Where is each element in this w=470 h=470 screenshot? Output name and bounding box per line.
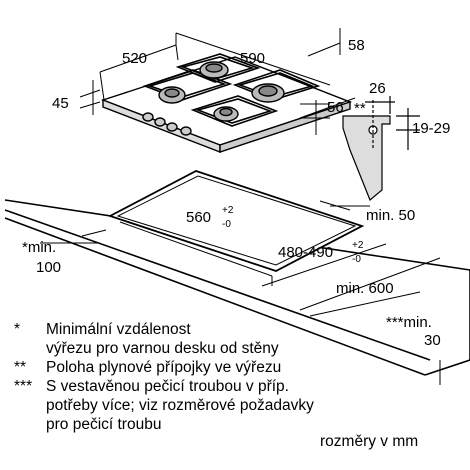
footnote: *** S vestavěnou pečicí troubou v příp. … bbox=[14, 377, 464, 434]
footnotes: * Minimální vzdálenost výřezu pro varnou… bbox=[14, 320, 464, 434]
dim-gas-conn-height: 19-29 bbox=[412, 120, 450, 137]
dim-hob-width: 590 bbox=[240, 50, 265, 67]
burners bbox=[158, 61, 285, 122]
footnote-mark: * bbox=[14, 321, 21, 338]
footnote-mark: *** bbox=[14, 378, 33, 395]
dim-side-offset: 56 bbox=[327, 99, 344, 116]
dim-cutout-width: 560 bbox=[186, 209, 211, 226]
control-knobs bbox=[142, 112, 192, 136]
footnote-line: výřezu pro varnou desku od stěny bbox=[46, 340, 279, 357]
cutout-dimension-lines bbox=[40, 200, 441, 385]
footnote-line: Minimální vzdálenost bbox=[46, 321, 191, 338]
hob-drawing bbox=[100, 53, 353, 154]
gas-connection-detail bbox=[342, 96, 420, 201]
knob-icon bbox=[154, 117, 166, 127]
footnote: * Minimální vzdálenost výřezu pro varnou… bbox=[14, 320, 464, 358]
dim-hob-depth: 520 bbox=[122, 50, 147, 67]
worktop-right-edge bbox=[424, 359, 470, 376]
footnote: ** Poloha plynové přípojky ve výřezu bbox=[14, 358, 464, 377]
dim-cutout-width-tol-minus: -0 bbox=[222, 219, 231, 230]
knob-icon bbox=[180, 126, 192, 136]
cutout bbox=[107, 170, 365, 272]
dimension-labels: 520 590 58 45 56 26 ** 19-29 560 +2 -0 4… bbox=[22, 37, 450, 349]
worktop-inner-line bbox=[4, 209, 431, 361]
footnote-line: Poloha plynové přípojky ve výřezu bbox=[46, 359, 282, 376]
dim-cutout-depth-tol-plus: +2 bbox=[352, 240, 364, 251]
dim-hob-height: 45 bbox=[52, 95, 69, 112]
dim-min-side-l2: 100 bbox=[36, 259, 61, 276]
worktop-front-edge bbox=[4, 217, 426, 376]
worktop-section bbox=[342, 115, 391, 201]
dim-min-oven-l2: 30 bbox=[424, 332, 441, 349]
dim-min-front: min. 600 bbox=[336, 280, 394, 297]
dim-gas-conn-x: 26 bbox=[369, 80, 386, 97]
dim-burner-offset: 58 bbox=[348, 37, 365, 54]
footnote-line: S vestavěnou pečicí troubou v příp. bbox=[46, 378, 289, 395]
footnote-mark: ** bbox=[14, 359, 27, 376]
dim-cutout-depth: 480-490 bbox=[278, 244, 333, 261]
dim-min-back: min. 50 bbox=[366, 207, 415, 224]
hob-dimension-lines bbox=[79, 28, 356, 135]
dim-min-oven-l1: ***min. bbox=[386, 314, 432, 331]
dim-cutout-width-tol-plus: +2 bbox=[222, 205, 234, 216]
worktop bbox=[4, 170, 470, 376]
dim-cutout-depth-tol-minus: -0 bbox=[352, 254, 361, 265]
dim-min-side-l1: *min. bbox=[22, 239, 56, 256]
footnote-line: potřeby více; viz rozměrové požadavky bbox=[46, 397, 314, 414]
units-label: rozměry v mm bbox=[320, 433, 419, 450]
dim-gas-conn-marker: ** bbox=[354, 100, 366, 117]
footnote-line: pro pečicí troubu bbox=[46, 416, 162, 433]
hob-side-edge bbox=[219, 101, 351, 153]
knob-icon bbox=[142, 112, 154, 122]
knob-icon bbox=[166, 122, 178, 132]
